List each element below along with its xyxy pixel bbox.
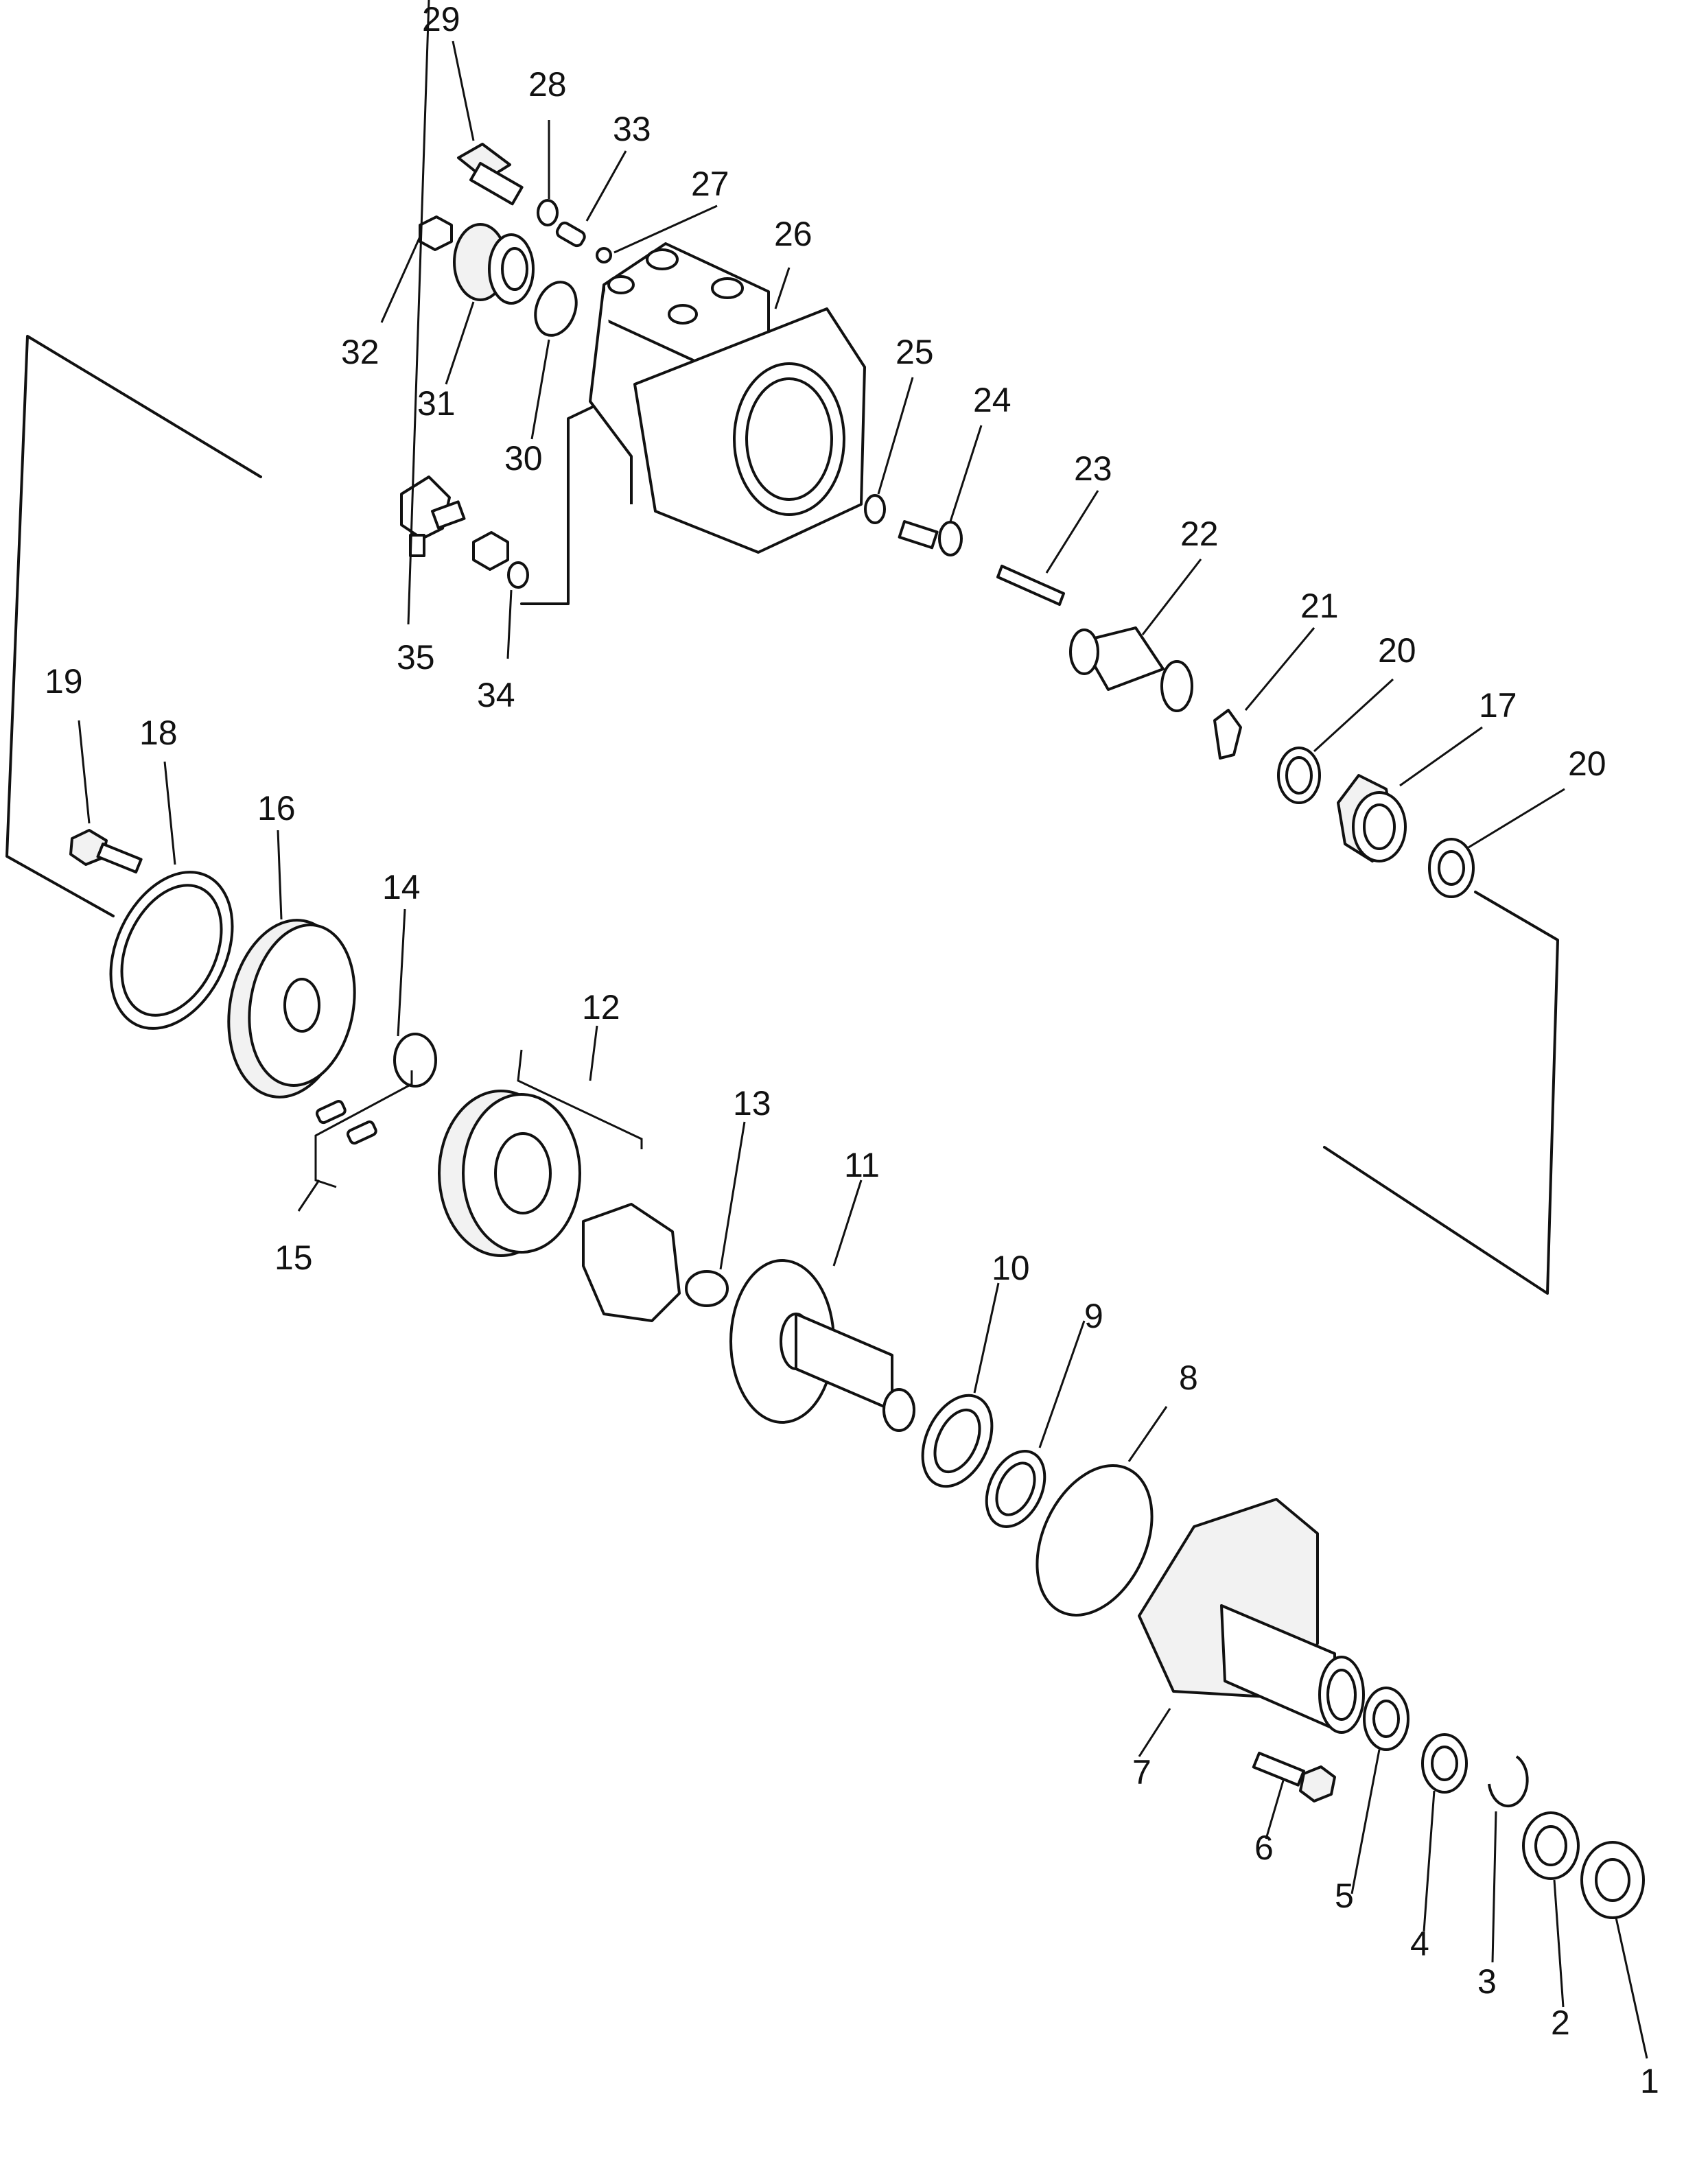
bolt-19 xyxy=(69,829,143,874)
callout-9: 9 xyxy=(1084,1297,1103,1335)
callout-30: 30 xyxy=(504,439,543,478)
callout-20b: 20 xyxy=(1568,744,1606,783)
callout-11: 11 xyxy=(844,1146,880,1184)
sleeve-22 xyxy=(1069,626,1193,712)
callout-21: 21 xyxy=(1300,587,1339,625)
callout-2: 2 xyxy=(1551,2004,1570,2042)
callout-29: 29 xyxy=(422,0,460,38)
spacer-13 xyxy=(685,1270,729,1307)
callout-31: 31 xyxy=(417,384,456,423)
nut-32 xyxy=(419,215,453,251)
thrust-bearing-10 xyxy=(921,1394,994,1488)
callout-18: 18 xyxy=(139,714,178,752)
callout-7: 7 xyxy=(1132,1753,1151,1792)
callout-1: 1 xyxy=(1640,2062,1659,2100)
callout-4: 4 xyxy=(1410,1925,1429,1963)
callout-5: 5 xyxy=(1335,1877,1354,1915)
callout-15: 15 xyxy=(274,1238,313,1277)
callout-28: 28 xyxy=(528,65,567,104)
nut-17 xyxy=(1337,774,1407,862)
callout-32: 32 xyxy=(341,333,379,371)
o-ring-28 xyxy=(537,199,559,226)
callout-16: 16 xyxy=(257,789,296,827)
o-ring-25 xyxy=(864,494,886,524)
gear-set-12 xyxy=(438,1090,681,1322)
drive-shaft-11 xyxy=(729,1259,915,1432)
o-ring-8 xyxy=(1036,1464,1154,1617)
bearing-5 xyxy=(1363,1687,1409,1751)
o-ring-34 xyxy=(507,561,529,589)
bolt-6 xyxy=(1252,1752,1336,1802)
plug-31 xyxy=(453,223,535,305)
nut-34 xyxy=(472,531,509,571)
callout-23: 23 xyxy=(1074,449,1112,488)
washer-plate-18 xyxy=(109,871,234,1030)
washer-9 xyxy=(985,1450,1046,1528)
pins-15 xyxy=(315,1100,377,1145)
callout-35: 35 xyxy=(397,638,435,677)
cover-7 xyxy=(1138,1498,1365,1734)
callout-12: 12 xyxy=(582,988,620,1026)
callout-6: 6 xyxy=(1254,1829,1274,1867)
callout-19: 19 xyxy=(45,662,83,701)
pin-23 xyxy=(996,565,1065,606)
bearing-20-lower xyxy=(1428,838,1475,898)
callout-34: 34 xyxy=(477,676,515,714)
callout-20a: 20 xyxy=(1378,631,1416,670)
port-plate-16 xyxy=(227,919,356,1099)
callout-33: 33 xyxy=(613,110,651,148)
callout-26: 26 xyxy=(774,215,812,253)
plug-14 xyxy=(393,1033,437,1088)
housing-26 xyxy=(589,242,866,554)
banjo-bolt-29 xyxy=(457,143,524,206)
screw-24 xyxy=(898,520,963,556)
key-21 xyxy=(1213,709,1242,760)
callout-24: 24 xyxy=(973,381,1011,419)
callout-14: 14 xyxy=(382,868,421,906)
callout-22: 22 xyxy=(1180,515,1219,553)
seal-4 xyxy=(1421,1733,1468,1794)
callout-27: 27 xyxy=(691,165,729,203)
callout-25: 25 xyxy=(896,333,934,371)
callout-17: 17 xyxy=(1479,686,1517,725)
callout-3: 3 xyxy=(1477,1962,1497,2001)
snap-ring-3 xyxy=(1488,1755,1529,1808)
leader-lines xyxy=(78,0,1648,2059)
callout-8: 8 xyxy=(1179,1359,1198,1397)
o-ring-30 xyxy=(534,281,578,337)
seal-2 xyxy=(1522,1811,1580,1880)
pin-33 xyxy=(555,221,586,248)
ball-27 xyxy=(596,247,612,263)
cap-1 xyxy=(1580,1841,1645,1919)
assembly-lines xyxy=(5,335,1559,1295)
callout-10: 10 xyxy=(992,1249,1030,1287)
callout-13: 13 xyxy=(733,1084,771,1123)
callout-labels: 29 28 33 27 26 32 31 30 25 24 23 22 21 2… xyxy=(45,0,1659,2100)
bearing-20-upper xyxy=(1277,747,1321,804)
